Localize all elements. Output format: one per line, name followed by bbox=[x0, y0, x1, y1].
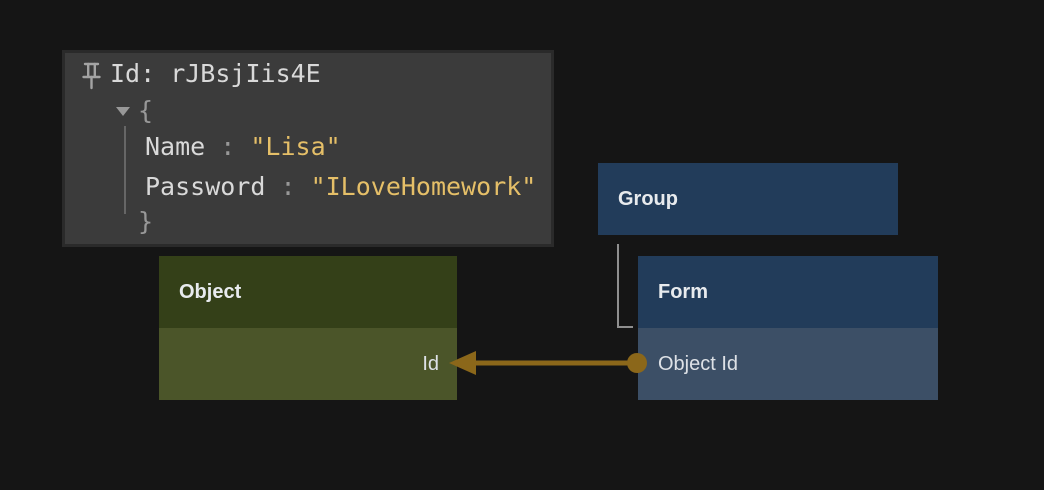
object-node-title: Object bbox=[179, 280, 242, 303]
pushpin-icon[interactable] bbox=[82, 62, 101, 90]
objectid-to-id-edge[interactable] bbox=[449, 351, 647, 375]
object-node-header[interactable]: Object bbox=[159, 256, 457, 328]
json-close-brace: } bbox=[138, 207, 154, 236]
object-node[interactable]: Object Id bbox=[159, 256, 457, 400]
group-form-tree-line bbox=[617, 244, 633, 328]
field-separator: : bbox=[265, 172, 311, 201]
object-id-port-label: Id bbox=[422, 352, 439, 375]
form-node-title: Form bbox=[658, 280, 708, 303]
collapse-triangle-icon[interactable] bbox=[116, 107, 130, 116]
field-value: "ILoveHomework" bbox=[310, 172, 537, 201]
json-field-name: Name : "Lisa" bbox=[145, 129, 341, 165]
form-node-header[interactable]: Form bbox=[638, 256, 938, 328]
field-value: "Lisa" bbox=[250, 132, 341, 161]
field-key: Name bbox=[145, 132, 206, 161]
group-node[interactable]: Group bbox=[598, 163, 898, 235]
group-node-title: Group bbox=[618, 187, 678, 210]
form-objectid-port-label: Object Id bbox=[658, 352, 739, 375]
group-node-header[interactable]: Group bbox=[598, 163, 898, 235]
json-open-brace: { bbox=[138, 96, 154, 125]
form-node[interactable]: Form Object Id bbox=[638, 256, 938, 400]
pinned-data-tooltip: Id: rJBsjIis4E { Name : "Lisa" Password … bbox=[62, 50, 554, 247]
json-field-password: Password : "ILoveHomework" bbox=[145, 169, 536, 205]
object-id-port[interactable]: Id bbox=[159, 328, 457, 400]
form-objectid-port[interactable]: Object Id bbox=[638, 328, 938, 400]
indent-guide-line bbox=[124, 126, 126, 214]
field-separator: : bbox=[205, 132, 251, 161]
tooltip-id-label: Id: rJBsjIis4E bbox=[110, 59, 321, 88]
field-key: Password bbox=[145, 172, 266, 201]
